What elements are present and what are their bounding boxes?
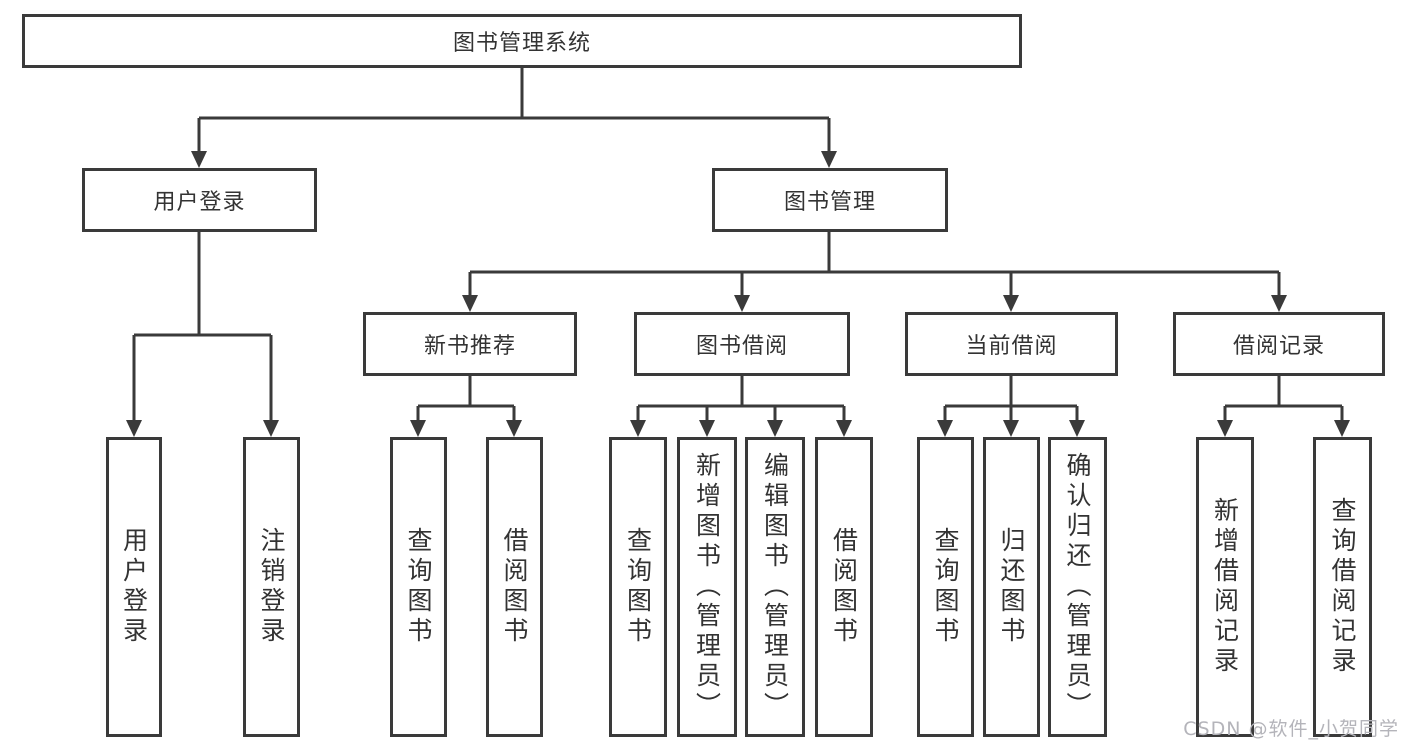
node-label: 图书管理 <box>783 190 876 215</box>
leaf-query-books-current: 查询图书 <box>917 437 974 737</box>
leaf-add-borrow-record: 新增借阅记录 <box>1196 437 1254 737</box>
node-label: 新增图书（管理员） <box>692 452 722 722</box>
arrowheads <box>126 151 1350 437</box>
node-label: 确认归还（管理员） <box>1063 452 1092 722</box>
leaf-edit-books-admin: 编辑图书（管理员） <box>745 437 805 737</box>
node-label: 编辑图书（管理员） <box>760 452 790 722</box>
leaf-query-borrow-record: 查询借阅记录 <box>1313 437 1372 737</box>
node-label: 新书推荐 <box>423 334 516 359</box>
node-label: 用户登录 <box>153 190 246 215</box>
node-label: 归还图书 <box>997 527 1026 647</box>
node-root-library-management-system: 图书管理系统 <box>22 14 1022 68</box>
leaf-borrow-books: 借阅图书 <box>815 437 873 737</box>
node-label: 借阅记录 <box>1232 334 1325 359</box>
node-label: 查询借阅记录 <box>1328 497 1357 677</box>
node-borrow-records: 借阅记录 <box>1173 312 1385 376</box>
leaf-query-books-borrow: 查询图书 <box>609 437 667 737</box>
leaf-borrow-books-recommend: 借阅图书 <box>486 437 543 737</box>
node-label: 新增借阅记录 <box>1210 497 1240 677</box>
node-book-borrow: 图书借阅 <box>634 312 850 376</box>
leaf-user-login: 用户登录 <box>106 437 162 737</box>
node-label: 当前借阅 <box>965 334 1058 359</box>
leaf-confirm-return-admin: 确认归还（管理员） <box>1048 437 1107 737</box>
leaf-logout: 注销登录 <box>243 437 300 737</box>
node-current-borrow: 当前借阅 <box>905 312 1118 376</box>
leaf-query-books-recommend: 查询图书 <box>390 437 447 737</box>
node-label: 用户登录 <box>119 527 149 647</box>
node-label: 图书管理系统 <box>452 31 591 56</box>
node-label: 图书借阅 <box>695 334 788 359</box>
node-label: 借阅图书 <box>500 527 529 647</box>
node-label: 注销登录 <box>257 527 286 647</box>
csdn-watermark: CSDN @软件_小贺同学 <box>1183 718 1399 740</box>
node-label: 查询图书 <box>404 527 433 647</box>
node-user-login: 用户登录 <box>82 168 317 232</box>
node-new-book-recommend: 新书推荐 <box>363 312 577 376</box>
leaf-return-books: 归还图书 <box>983 437 1040 737</box>
node-label: 借阅图书 <box>829 527 859 647</box>
node-label: 查询图书 <box>623 527 653 647</box>
node-book-management: 图书管理 <box>712 168 948 232</box>
node-label: 查询图书 <box>931 527 960 647</box>
leaf-add-books-admin: 新增图书（管理员） <box>677 437 737 737</box>
